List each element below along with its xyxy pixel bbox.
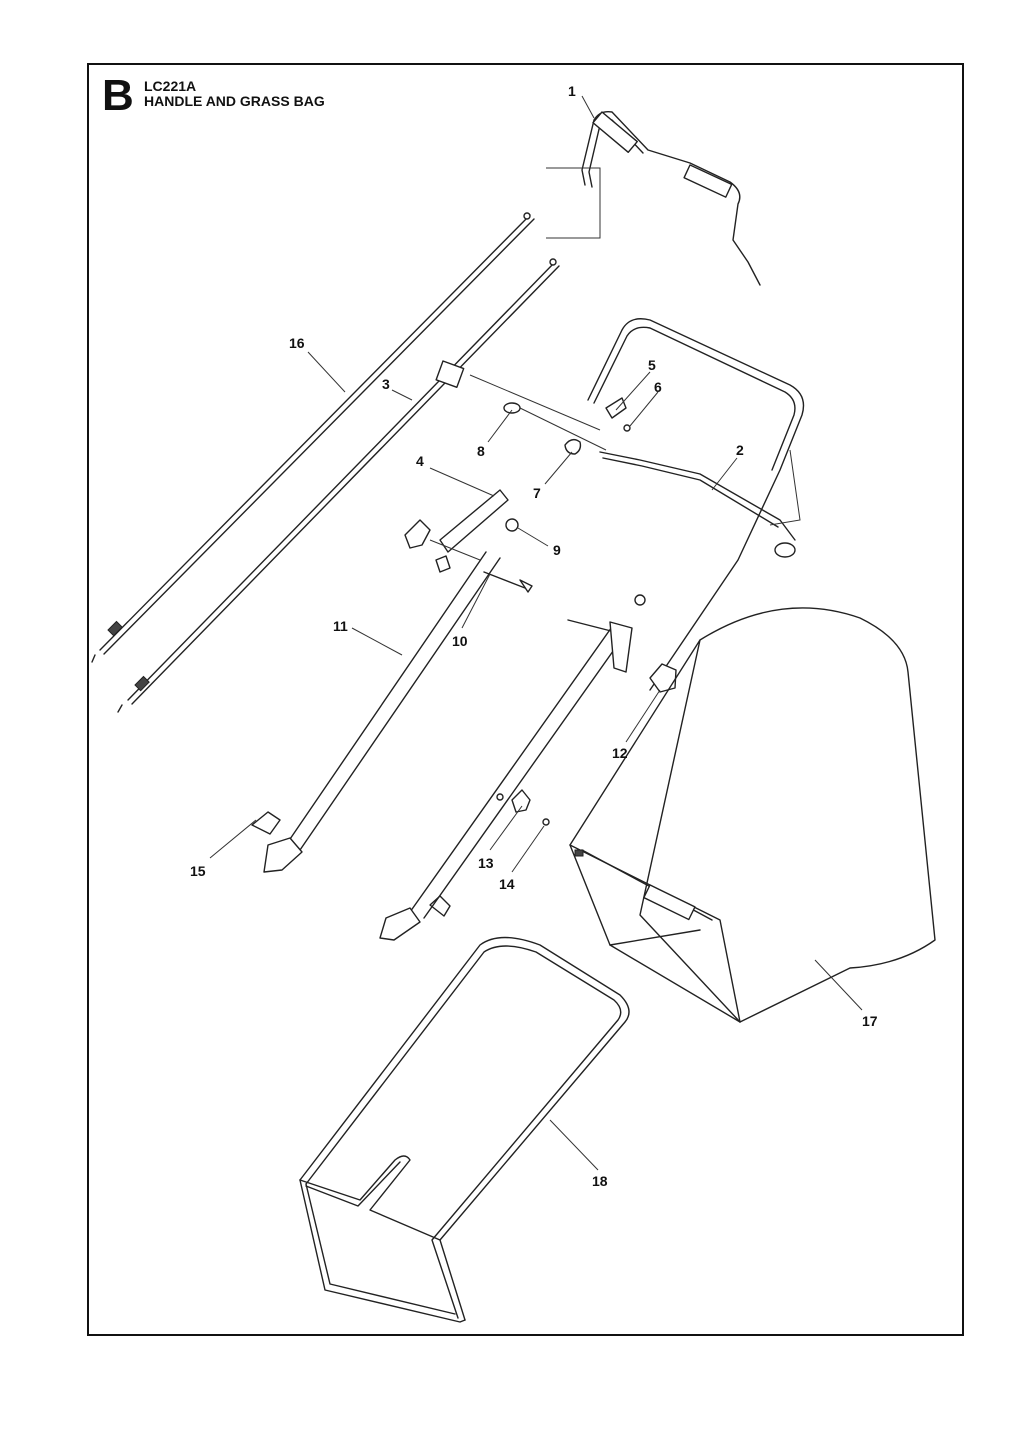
part-4-bracket: [435, 489, 509, 573]
lower-handle-right: [379, 621, 633, 941]
part-18-bag-frame: [299, 936, 630, 1323]
callout-13: 13: [478, 855, 494, 871]
model-number: LC221A: [144, 78, 197, 94]
callout-8: 8: [477, 443, 485, 459]
callout-5: 5: [648, 357, 656, 373]
callout-4: 4: [416, 453, 424, 469]
knobs-and-bolts: [251, 518, 677, 917]
callout-3: 3: [382, 376, 390, 392]
callout-15: 15: [190, 863, 206, 879]
cable-bracket: [435, 360, 601, 431]
callout-10: 10: [452, 633, 468, 649]
callout-7: 7: [533, 485, 541, 501]
page-frame: [87, 63, 964, 1336]
part-2-handle-frame: [587, 318, 805, 691]
part-16-cable: [91, 212, 535, 663]
callout-numbers: 1 2 3 4 5 6 7 8 9 10 11 12 13 14 15 16 1…: [190, 83, 878, 1189]
part-3-cable: [117, 258, 560, 713]
section-letter: B: [102, 71, 134, 120]
callout-14: 14: [499, 876, 515, 892]
callout-2: 2: [736, 442, 744, 458]
part-1-upper-handle: [546, 110, 761, 286]
callout-9: 9: [553, 542, 561, 558]
callout-17: 17: [862, 1013, 878, 1029]
callout-18: 18: [592, 1173, 608, 1189]
leader-lines: [209, 95, 863, 1171]
callout-16: 16: [289, 335, 305, 351]
callout-6: 6: [654, 379, 662, 395]
diagram-title: HANDLE AND GRASS BAG: [144, 93, 325, 109]
callout-12: 12: [612, 745, 628, 761]
callout-11: 11: [333, 618, 348, 634]
part-11-lower-handle-left: [263, 551, 501, 873]
part-17-grass-bag: [569, 607, 936, 1023]
small-parts-5-8: [503, 397, 631, 455]
callout-1: 1: [568, 83, 576, 99]
